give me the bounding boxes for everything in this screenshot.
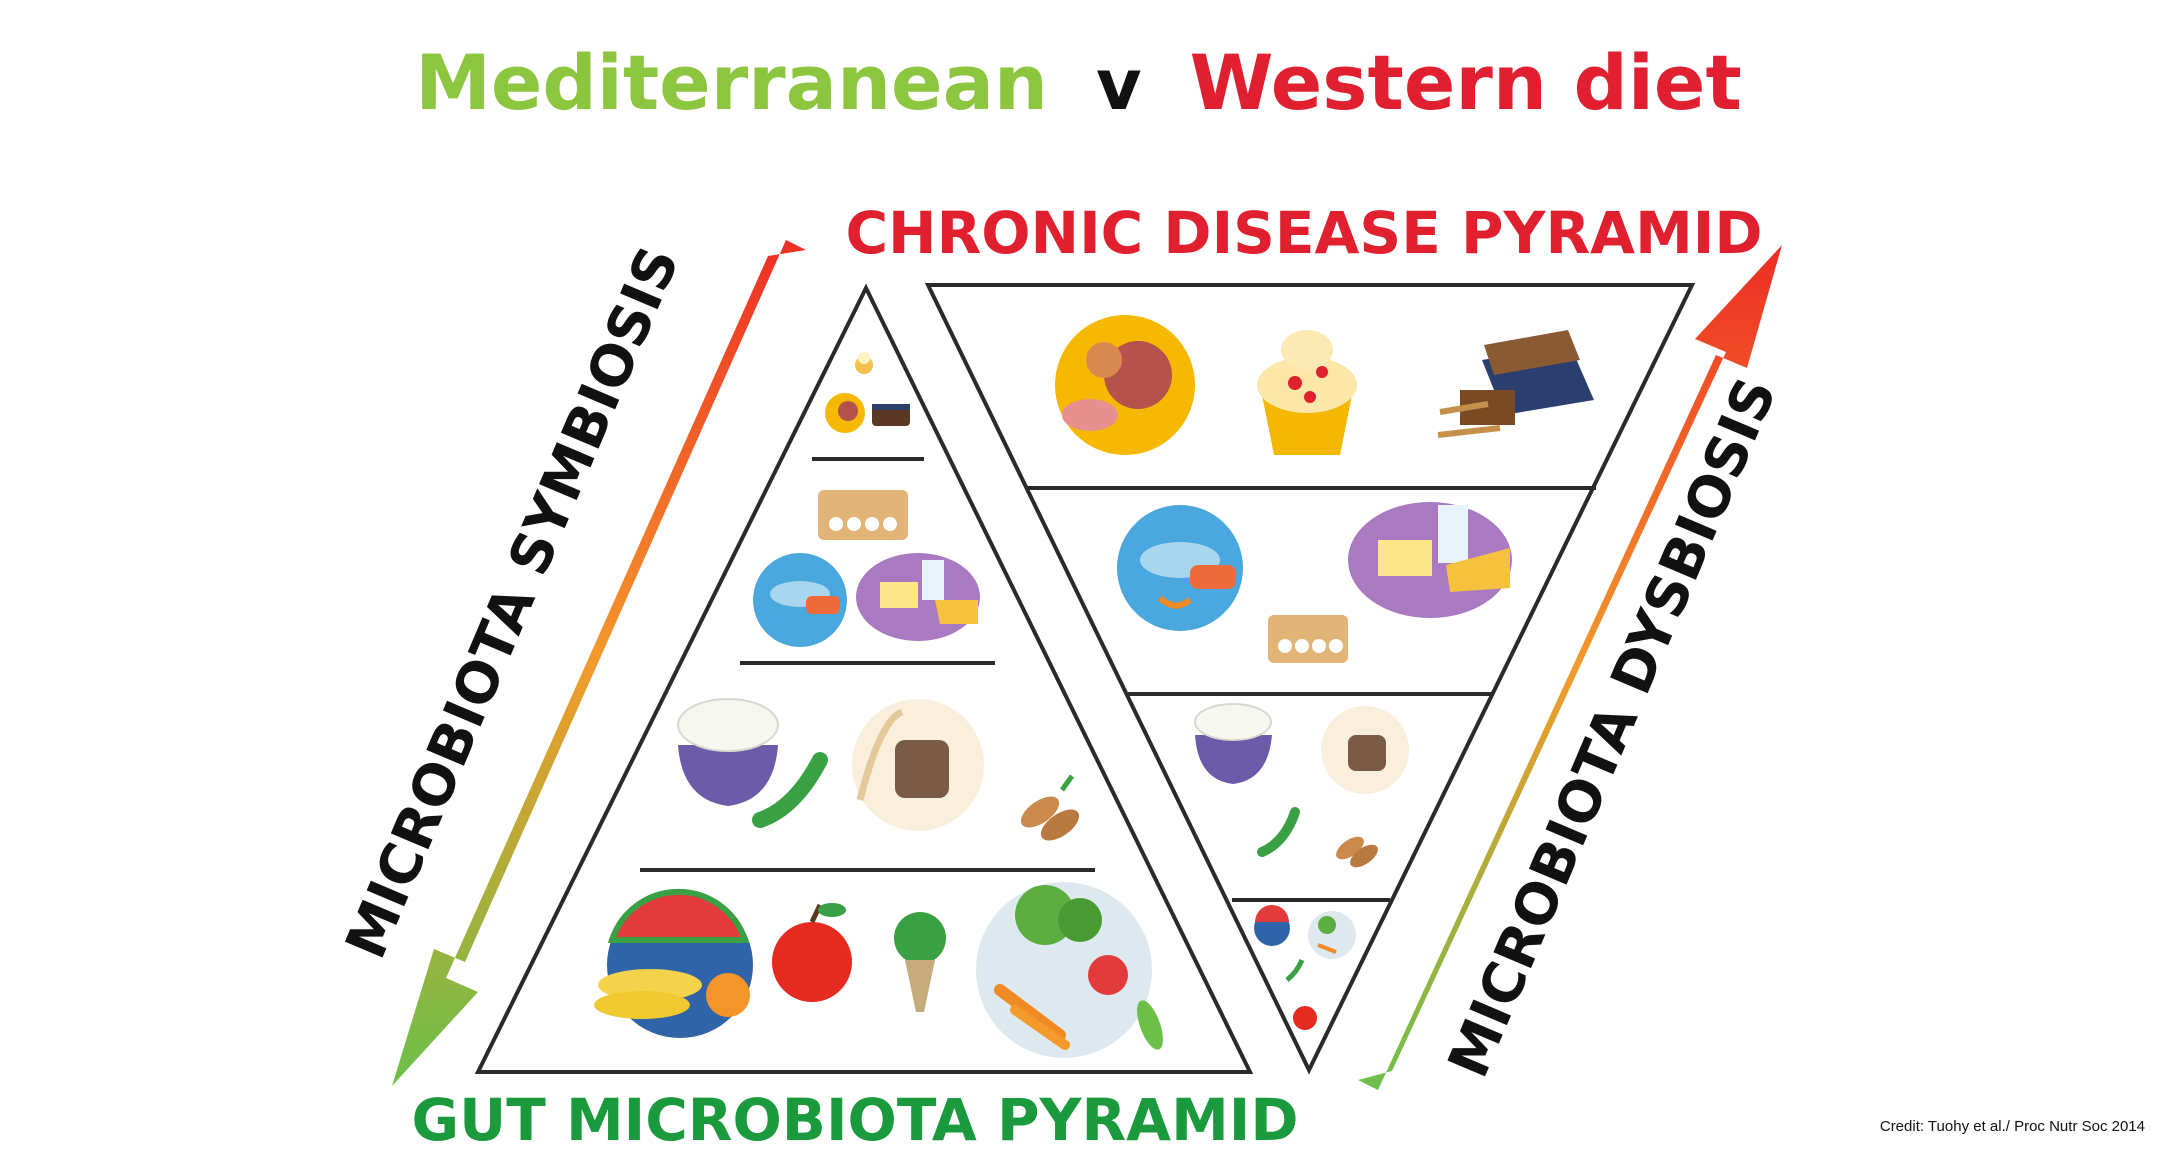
title-western: Western diet — [1189, 38, 1742, 127]
dysbiosis-arrow — [1358, 245, 1782, 1090]
credit-text: Credit: Tuohy et al./ Proc Nutr Soc 2014 — [1879, 1118, 2145, 1135]
symbiosis-arrow — [392, 240, 806, 1086]
chronic-disease-label: CHRONIC DISEASE PYRAMID — [845, 199, 1762, 267]
salad-plate-icon — [1308, 911, 1356, 959]
carrot-icon — [894, 912, 946, 1012]
apple-icon — [772, 903, 852, 1002]
ice-cream-icon — [855, 352, 873, 374]
apple-icon — [1285, 958, 1317, 1030]
bread-icon — [852, 699, 984, 831]
title-mediterranean: Mediterranean — [415, 38, 1048, 127]
fruit-bowl-icon — [594, 888, 753, 1038]
peas-icon — [752, 752, 828, 828]
dairy-icon — [856, 553, 980, 641]
gut-microbiota-pyramid — [474, 283, 1254, 1074]
eggs-icon — [818, 490, 908, 540]
root-vegetables-icon — [1336, 836, 1378, 868]
cake-icon — [872, 404, 910, 426]
cake-icon — [1437, 330, 1594, 438]
peas-icon — [1257, 807, 1300, 857]
cupcake-icon — [1257, 330, 1357, 455]
page-title: Mediterranean v Western diet — [0, 38, 2157, 127]
meat-icon — [825, 393, 865, 433]
rice-bowl-icon — [1194, 703, 1272, 784]
root-vegetables-icon — [1020, 774, 1080, 841]
gut-microbiota-label: GUT MICROBIOTA PYRAMID — [411, 1086, 1298, 1154]
title-versus: v — [1096, 44, 1142, 126]
fish-icon — [1117, 505, 1243, 631]
rice-bowl-icon — [677, 698, 779, 806]
salad-plate-icon — [976, 882, 1163, 1058]
fruit-bowl-icon — [1254, 905, 1290, 946]
meat-icon — [1055, 315, 1195, 455]
fish-icon — [753, 553, 847, 647]
bread-icon — [1321, 706, 1409, 794]
eggs-icon — [1268, 615, 1348, 663]
dairy-icon — [1348, 502, 1512, 618]
chronic-disease-pyramid — [924, 283, 1696, 1075]
